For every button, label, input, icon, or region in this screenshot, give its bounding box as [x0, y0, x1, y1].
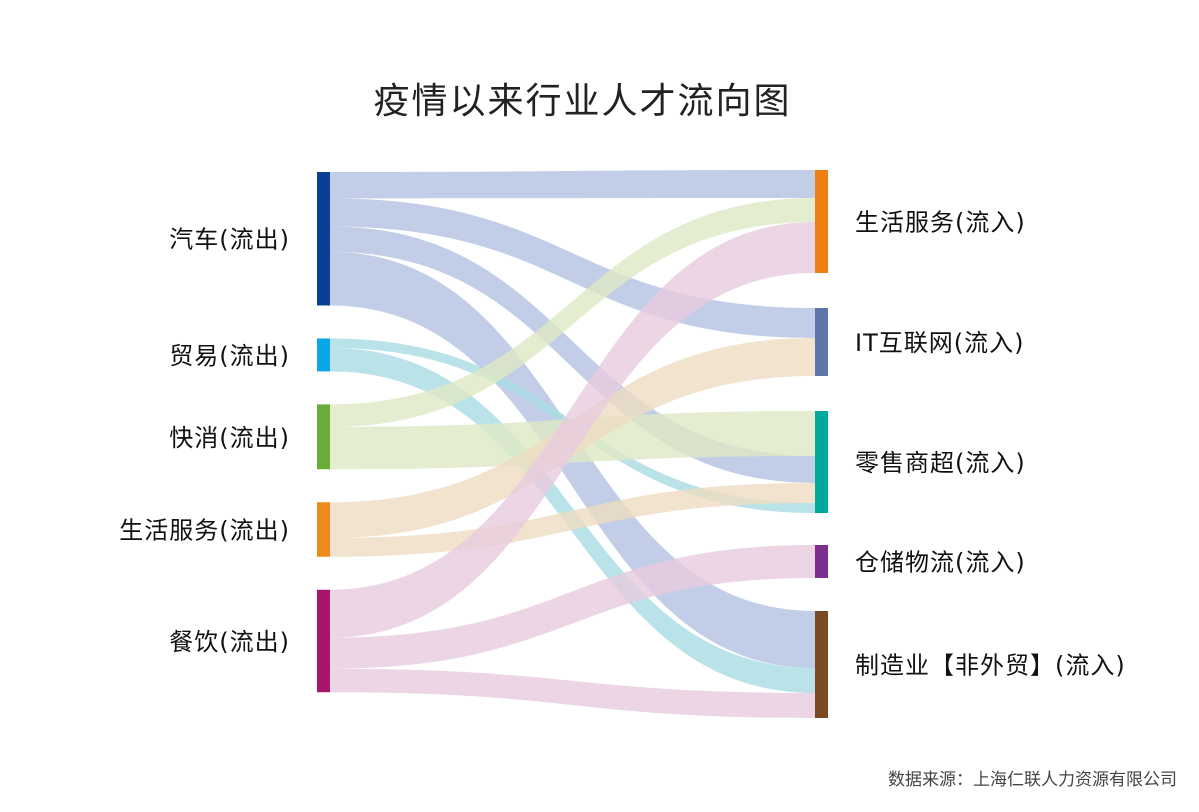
- node-life_out: [317, 502, 330, 557]
- link-auto-to-retail: [330, 226, 815, 483]
- source-label-auto: 汽车(流出): [169, 226, 290, 254]
- node-fmcg: [317, 404, 330, 470]
- source-label-life_out: 生活服务(流出): [119, 517, 290, 545]
- node-logistics: [815, 545, 828, 578]
- node-retail: [815, 411, 828, 513]
- node-trade: [317, 338, 330, 372]
- source-label-food: 餐饮(流出): [169, 628, 290, 656]
- labels-layer: 汽车(流出) 贸易(流出) 快消(流出) 生活服务(流出) 餐饮(流出) 生活服务(流入)…: [119, 209, 1126, 680]
- link-fmcg-to-life_in: [330, 198, 815, 427]
- source-note: 数据来源：上海仁联人力资源有限公司: [888, 770, 1177, 790]
- target-label-it: IT互联网(流入): [855, 329, 1024, 357]
- node-life_in: [815, 170, 828, 273]
- node-auto: [317, 172, 330, 306]
- link-food-to-logistics: [330, 545, 815, 669]
- links-layer: [330, 170, 815, 718]
- chart-title: 疫情以来行业人才流向图: [373, 81, 792, 122]
- link-food-to-mfg: [330, 668, 815, 718]
- source-label-fmcg: 快消(流出): [169, 424, 290, 452]
- node-it: [815, 308, 828, 376]
- source-label-trade: 贸易(流出): [169, 342, 290, 370]
- target-label-retail: 零售商超(流入): [855, 449, 1026, 477]
- node-mfg: [815, 611, 828, 718]
- target-label-logistics: 仓储物流(流入): [855, 549, 1026, 577]
- nodes-layer: [317, 170, 828, 718]
- link-auto-to-life_in: [330, 170, 815, 199]
- target-label-life_in: 生活服务(流入): [855, 209, 1026, 237]
- link-food-to-life_in: [330, 222, 815, 638]
- target-label-mfg: 制造业【非外贸】(流入): [855, 652, 1126, 680]
- link-life_out-to-retail: [330, 483, 815, 557]
- node-food: [317, 589, 330, 693]
